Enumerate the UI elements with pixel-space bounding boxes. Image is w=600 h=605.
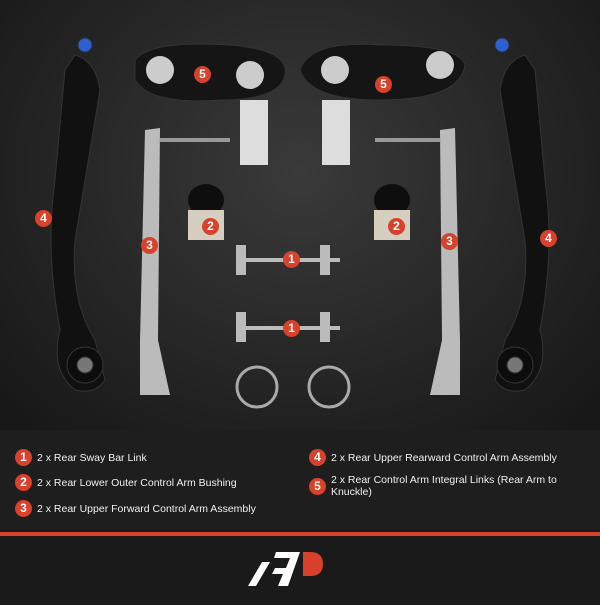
footer [0, 536, 600, 600]
brand-logo [248, 552, 323, 586]
badge-1: 1 [283, 320, 300, 337]
legend-text: 2 x Rear Lower Outer Control Arm Bushing [37, 476, 237, 489]
badge-2: 2 [388, 218, 405, 235]
legend-item: 3 2 x Rear Upper Forward Control Arm Asse… [15, 500, 256, 517]
parts-legend: 1 2 x Rear Sway Bar Link 2 2 x Rear Lower … [0, 430, 600, 530]
upper-rearward-arm-right [494, 37, 550, 392]
badge-3: 3 [141, 237, 158, 254]
legend-item: 4 2 x Rear Upper Rearward Control Arm Ass… [309, 449, 557, 466]
badge-1: 1 [283, 251, 300, 268]
badge-4: 4 [35, 210, 52, 227]
legend-badge: 1 [15, 449, 32, 466]
integral-link-right [299, 43, 466, 165]
divider [0, 532, 600, 536]
legend-item: 1 2 x Rear Sway Bar Link [15, 449, 147, 466]
badge-5: 5 [375, 76, 392, 93]
badge-5: 5 [194, 66, 211, 83]
upper-rearward-arm-left [50, 37, 106, 392]
legend-item: 2 2 x Rear Lower Outer Control Arm Bushin… [15, 474, 237, 491]
legend-text: 2 x Rear Upper Rearward Control Arm Asse… [331, 451, 557, 464]
badge-3: 3 [441, 233, 458, 250]
badge-2: 2 [202, 218, 219, 235]
product-photo: 5 5 4 4 3 3 2 2 1 1 [0, 0, 600, 430]
forward-arm-right [375, 128, 460, 395]
legend-text: 2 x Rear Control Arm Integral Links (Rea… [330, 474, 557, 498]
legend-badge: 4 [309, 449, 326, 466]
legend-text: 2 x Rear Sway Bar Link [37, 451, 147, 464]
legend-badge: 2 [15, 474, 32, 491]
bushing-right [374, 184, 410, 240]
snap-ring-left [235, 365, 279, 409]
parts-illustration [50, 37, 550, 409]
legend-text: 2 x Rear Upper Forward Control Arm Assem… [37, 502, 256, 515]
legend-badge: 3 [15, 500, 32, 517]
badge-4: 4 [540, 230, 557, 247]
forward-arm-left [140, 128, 230, 395]
legend-badge: 5 [309, 477, 326, 495]
snap-ring-right [307, 365, 351, 409]
